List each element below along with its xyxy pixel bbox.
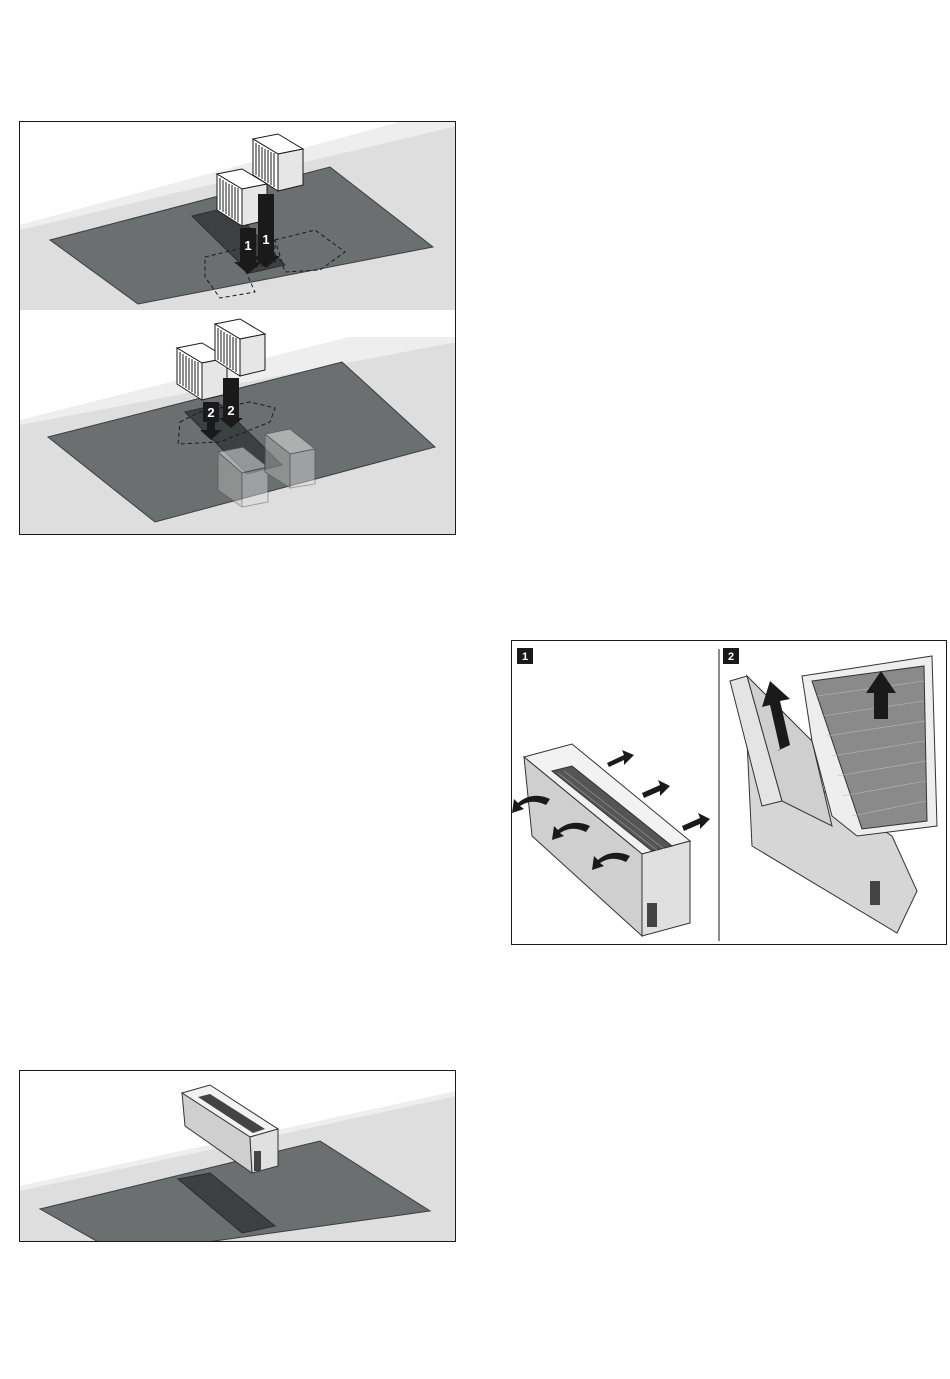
svg-text:2: 2 bbox=[728, 651, 734, 663]
filter-insertion-illustration: 1 1 bbox=[19, 121, 456, 535]
filter-placement-illustration bbox=[19, 1070, 456, 1242]
filter-disassembly-svg: 1 2 bbox=[512, 641, 947, 945]
filter-placement-svg bbox=[20, 1071, 456, 1242]
svg-text:1: 1 bbox=[522, 651, 528, 663]
step-label-2b: 2 bbox=[227, 403, 234, 418]
step-label-2a: 2 bbox=[207, 405, 214, 420]
filter-housing-open bbox=[730, 656, 937, 933]
panel-2: 2 2 bbox=[20, 310, 456, 535]
filter-insertion-svg: 1 1 bbox=[20, 122, 456, 535]
step-label-1b: 1 bbox=[262, 232, 269, 247]
filter-housing bbox=[524, 744, 690, 936]
step-label-1a: 1 bbox=[244, 238, 251, 253]
step-badge-1: 1 bbox=[517, 648, 533, 664]
step-badge-2: 2 bbox=[723, 648, 739, 664]
panel-1: 1 1 bbox=[20, 122, 456, 310]
filter-disassembly-illustration: 1 2 bbox=[511, 640, 947, 945]
